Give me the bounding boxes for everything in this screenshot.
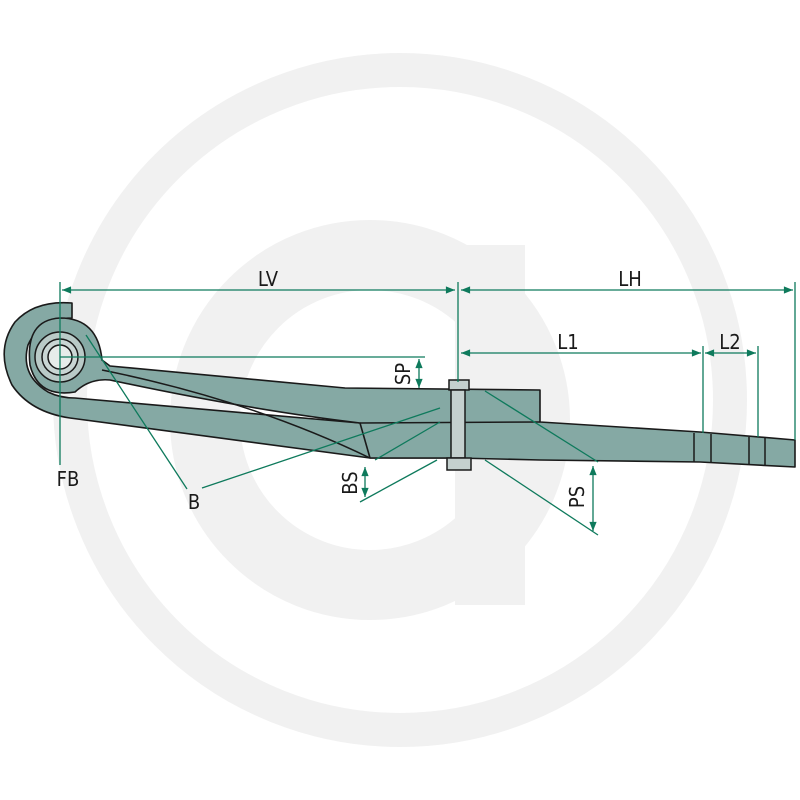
leaf-separation-line bbox=[101, 369, 371, 459]
label-bs: BS bbox=[338, 471, 362, 494]
label-b: B bbox=[188, 490, 200, 514]
label-lv: LV bbox=[258, 267, 279, 291]
dimension-lines bbox=[59, 282, 796, 536]
label-sp: SP bbox=[391, 363, 415, 385]
label-ps: PS bbox=[565, 486, 589, 508]
end-clips bbox=[693, 433, 766, 466]
label-lh: LH bbox=[618, 267, 642, 291]
label-fb: FB bbox=[57, 467, 80, 491]
main-leaf bbox=[28, 317, 796, 468]
label-l1: L1 bbox=[557, 330, 578, 354]
leaf-joint-line bbox=[359, 421, 541, 424]
label-l2: L2 bbox=[719, 330, 740, 354]
center-bolt bbox=[446, 379, 472, 471]
